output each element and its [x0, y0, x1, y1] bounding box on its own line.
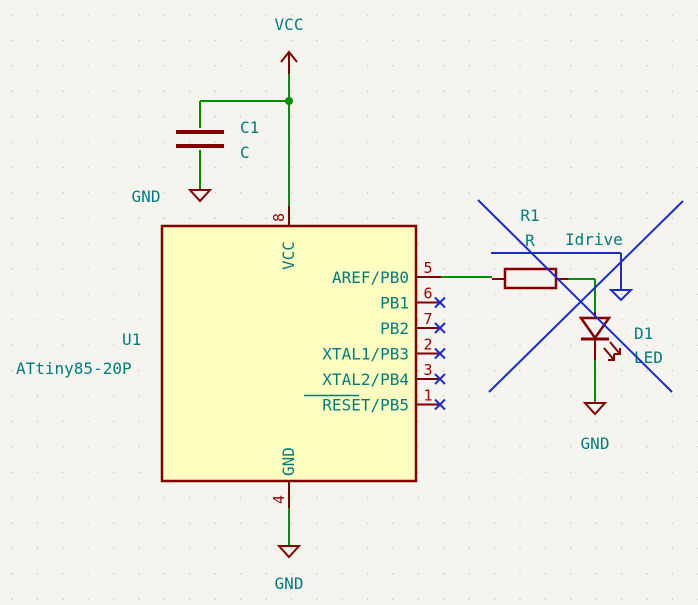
u1-pin-number: 3	[423, 361, 432, 379]
gnd-label-c1: GND	[132, 187, 161, 206]
c1-capacitor[interactable]	[176, 130, 224, 148]
gnd-label-u1: GND	[275, 574, 304, 593]
u1-pin-number: 7	[423, 310, 432, 328]
u1-pin-number: 5	[423, 259, 432, 277]
u1-pin-vcc-number: 8	[270, 213, 288, 222]
vcc-label: VCC	[275, 15, 304, 34]
r1-value: R	[525, 231, 535, 250]
idrive-label: Idrive	[565, 230, 623, 249]
u1-pin-gnd-name: GND	[279, 447, 298, 476]
vcc-power-symbol[interactable]	[280, 50, 298, 74]
junction-dot	[285, 97, 293, 105]
u1-pin-name: PB2	[380, 319, 409, 338]
no-connect-marker[interactable]	[434, 373, 446, 385]
no-connect-marker[interactable]	[434, 322, 446, 334]
u1-pin-name: PB1	[380, 294, 409, 313]
u1-ref: U1	[122, 330, 141, 349]
gnd-symbol-c1[interactable]	[187, 188, 213, 203]
r1-ref: R1	[520, 206, 539, 225]
dnp-cross	[477, 199, 684, 393]
u1-value: ATtiny85-20P	[16, 359, 132, 378]
c1-ref: C1	[240, 118, 259, 137]
u1-pin-name: RESET/PB5	[322, 396, 409, 415]
u1-body[interactable]	[160, 224, 418, 483]
wires	[199, 74, 596, 546]
u1-pin-name: XTAL2/PB4	[322, 370, 409, 389]
u1-pin-number: 2	[423, 336, 432, 354]
u1-pin-number: 6	[423, 285, 432, 303]
no-connect-marker[interactable]	[434, 296, 446, 309]
no-connect-marker[interactable]	[434, 347, 446, 360]
gnd-symbol-d1[interactable]	[582, 402, 608, 416]
gnd-symbol-u1[interactable]	[276, 545, 302, 559]
u1-pin-name: XTAL1/PB3	[322, 345, 409, 364]
gnd-label-d1: GND	[581, 434, 610, 453]
u1-pin-vcc-name: VCC	[279, 241, 298, 270]
c1-value: C	[240, 143, 250, 162]
u1-pin-gnd-number: 4	[270, 495, 288, 504]
no-connect-marker[interactable]	[434, 398, 446, 411]
d1-ref: D1	[634, 324, 653, 343]
u1-pin-number: 1	[423, 387, 432, 405]
idrive-directive[interactable]	[491, 252, 634, 302]
u1-pin-name: AREF/PB0	[332, 268, 409, 287]
